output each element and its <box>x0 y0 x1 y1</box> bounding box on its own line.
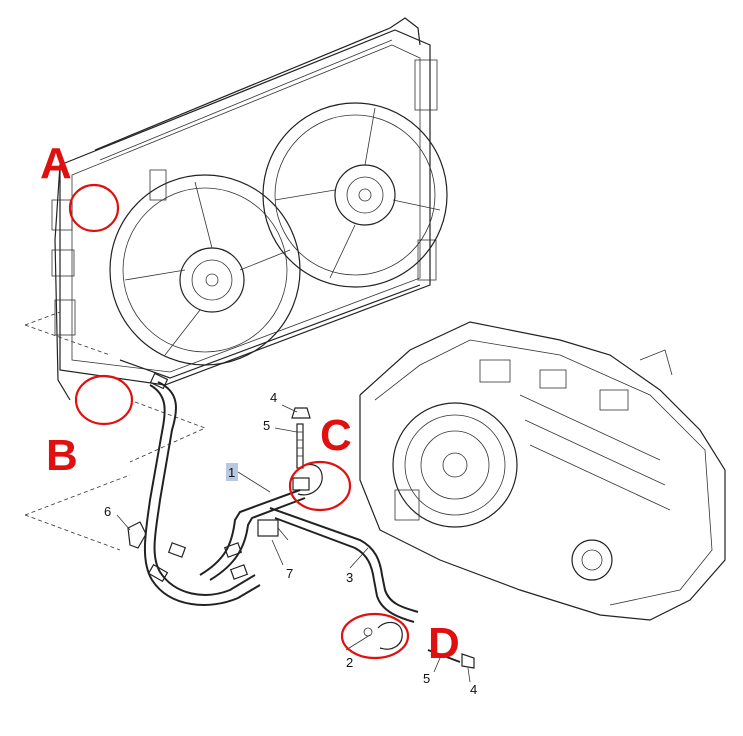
nut-4-bottom <box>461 653 475 669</box>
callout-a: A <box>40 139 72 188</box>
connector-d-fitting <box>363 621 403 650</box>
marker-a-circle <box>68 183 120 233</box>
transaxle-assembly <box>359 321 726 621</box>
marker-b-circle <box>74 374 134 426</box>
part-number-2: 2 <box>346 655 353 670</box>
part-number-3: 3 <box>346 570 353 585</box>
marker-d-circle <box>340 612 410 660</box>
bracket-7 <box>257 519 289 541</box>
bolt-5-top <box>296 423 304 469</box>
bolt-5-bottom <box>427 649 461 663</box>
nut-4-top <box>291 407 311 419</box>
part-number-1: 1 <box>228 465 235 480</box>
part-number-5-bottom: 5 <box>423 671 430 686</box>
marker-c-circle <box>288 460 352 512</box>
callout-b: B <box>46 431 78 480</box>
part-number-5-top: 5 <box>263 418 270 433</box>
part-number-4-bottom: 4 <box>470 682 477 697</box>
callout-d: D <box>428 619 460 668</box>
part-number-7: 7 <box>286 566 293 581</box>
guide-plane-lines <box>24 311 207 551</box>
clip-6 <box>127 521 147 549</box>
leader-lines <box>116 404 471 683</box>
part-number-6: 6 <box>104 504 111 519</box>
radiator-fan-assembly <box>51 17 448 401</box>
cooler-lines <box>143 372 419 623</box>
callout-c: C <box>320 411 352 460</box>
part-number-4-top: 4 <box>270 390 277 405</box>
part-1-highlight <box>226 463 238 481</box>
